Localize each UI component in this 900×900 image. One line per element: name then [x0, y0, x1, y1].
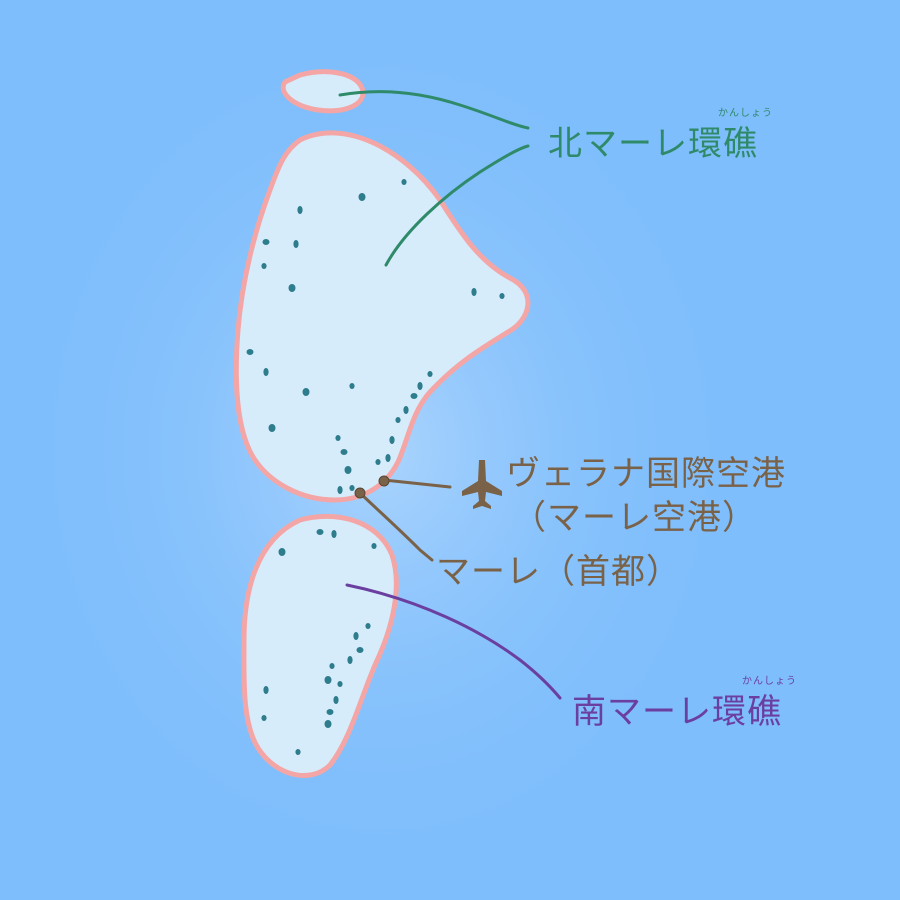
- islet-group: [246, 179, 505, 755]
- islet: [263, 368, 269, 376]
- islet: [401, 179, 407, 185]
- capital-label: マーレ（首都）: [436, 552, 681, 592]
- islet: [389, 436, 395, 444]
- airport-leader: [382, 478, 452, 489]
- islet: [340, 449, 348, 455]
- islet: [349, 383, 355, 389]
- capital-leader: [358, 491, 434, 562]
- islet: [403, 406, 409, 414]
- islet: [335, 435, 341, 441]
- south-atoll: [241, 513, 399, 778]
- islet: [278, 548, 286, 556]
- islet: [344, 466, 352, 474]
- islet: [262, 239, 270, 245]
- airport-alias-label: （マーレ空港）: [512, 498, 757, 538]
- north-atoll-ruby: かんしょう: [718, 108, 773, 119]
- islet: [261, 263, 267, 269]
- islet: [356, 647, 364, 653]
- islet: [410, 393, 418, 399]
- islet: [337, 681, 343, 687]
- airport-label: ヴェラナ国際空港: [506, 454, 786, 494]
- north-islet: [280, 69, 366, 114]
- islet: [417, 382, 423, 390]
- islet: [329, 663, 335, 669]
- islet: [347, 656, 353, 664]
- islet: [268, 424, 276, 432]
- islet: [326, 709, 334, 715]
- capital-point: [354, 487, 366, 499]
- islet: [353, 632, 359, 640]
- islet: [365, 623, 371, 629]
- north-atoll-label: 北マーレ環礁: [548, 124, 758, 164]
- islet: [246, 349, 254, 355]
- islet: [337, 486, 343, 494]
- islet: [427, 371, 433, 377]
- islet: [302, 388, 310, 396]
- islet: [324, 676, 332, 684]
- islet: [349, 485, 355, 491]
- south-atoll-ruby: かんしょう: [742, 676, 797, 687]
- islet: [295, 749, 301, 755]
- north-atoll-leader: [384, 144, 530, 267]
- islet: [293, 240, 299, 248]
- south-atoll-leader: [345, 583, 562, 700]
- north-islet-leader: [338, 90, 530, 130]
- islet: [358, 193, 366, 201]
- islet: [263, 686, 269, 694]
- islet: [316, 529, 324, 535]
- islet: [395, 417, 401, 423]
- islet: [375, 459, 381, 465]
- airplane-icon: [462, 460, 502, 509]
- airport-point: [378, 475, 390, 487]
- islet: [385, 454, 391, 462]
- islet: [297, 206, 303, 214]
- islet: [324, 720, 332, 728]
- islet: [288, 284, 296, 292]
- islet: [333, 696, 339, 704]
- islet: [261, 715, 267, 721]
- north-atoll: [233, 130, 531, 503]
- south-atoll-label: 南マーレ環礁: [572, 692, 782, 732]
- islet: [371, 543, 377, 549]
- islet: [499, 293, 505, 299]
- islet: [331, 530, 337, 538]
- islet: [471, 288, 477, 296]
